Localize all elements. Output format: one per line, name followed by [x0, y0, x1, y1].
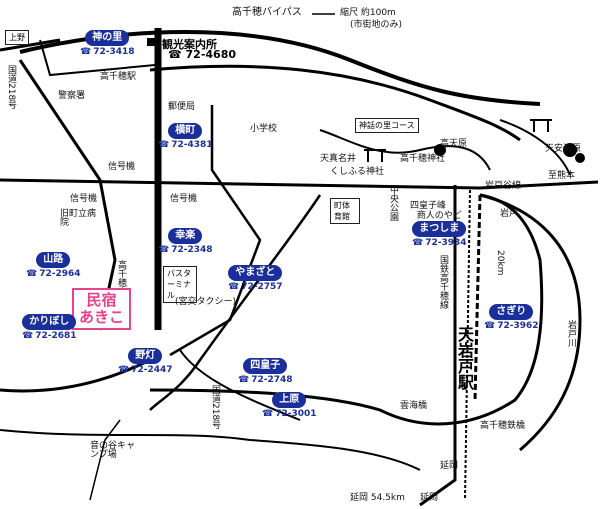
inn-subtitle: 商人のやど [416, 211, 462, 221]
amanoyasu-label: 天安河原 [545, 144, 582, 154]
highlight-inn-akiko[interactable]: 民宿 あきこ [72, 288, 132, 330]
phone-icon: ☎ [238, 375, 250, 385]
inn-kariboshi[interactable]: かりぼし ☎72-2681 [22, 314, 77, 341]
phone-icon: ☎ [22, 331, 34, 341]
bridge-label: 雲海橋 [400, 401, 428, 411]
tourist-info-tel: ☎ 72-4680 [168, 48, 237, 61]
nobeoka-label: 延岡 [420, 493, 439, 503]
kumamoto-label: 至熊本 [548, 171, 576, 181]
taxi-label: (宮交タクシー) [175, 297, 237, 307]
highlight-inn-line1: 民宿 [86, 291, 117, 309]
scale-label: 縮尺 約100m [340, 8, 396, 18]
bus-terminal-label: バスターミナル [163, 266, 197, 303]
road-dist-label: 20km [495, 250, 505, 276]
tourist-info-title: 観光案内所 [162, 38, 217, 51]
iwato-river-label: 岩戸川 [566, 320, 576, 347]
school-label: 小学校 [250, 124, 278, 134]
police-label: 警察署 [58, 91, 86, 101]
inn-name: さぎり [489, 304, 534, 320]
inn-kaminosato[interactable]: 神の里 ☎72-3418 [80, 30, 135, 57]
main-road-horizontal [0, 178, 599, 190]
inn-uehara[interactable]: 上原 ☎72-3001 [262, 392, 317, 419]
phone-icon: ☎ [80, 47, 92, 57]
inn-name: 山路 [36, 252, 71, 268]
bridge2-label: 高千穂鉄橋 [480, 421, 526, 431]
torii-icon-2 [530, 119, 552, 132]
torii-icon [364, 149, 386, 162]
phone-icon: ☎ [228, 282, 240, 292]
inn-name: 上原 [272, 392, 307, 408]
tourist-info-flag-icon [147, 38, 159, 46]
highlight-inn-line2: あきこ [79, 308, 125, 326]
kagura-course-label: 神話の里コース [355, 118, 419, 133]
nobeoka2-label: 延岡 [440, 461, 459, 471]
inn-koraku[interactable]: 幸楽 ☎72-2348 [158, 228, 213, 255]
route218-label: 国道218号 [6, 65, 16, 110]
inn-name: 野灯 [128, 348, 163, 364]
gym-label: 町体育館 [330, 198, 360, 224]
rail-label: 国鉄高千穂線 [438, 255, 448, 309]
dist-label: 延岡 54.5km [350, 493, 405, 503]
inn-yokomachi[interactable]: 横町 ☎72-4381 [158, 123, 213, 150]
camp-label: 音の谷キャンプ場 [90, 441, 136, 460]
hospital-label: 旧町立病院 [60, 209, 97, 228]
railway [473, 194, 482, 401]
takamagahara-label: 高天原 [440, 139, 468, 149]
signal-label: 信号機 [70, 194, 98, 204]
ama-label: 天真名井 [320, 154, 357, 164]
inn-yamazato[interactable]: やまざと ☎72-2757 [228, 265, 283, 292]
yashiki-label: 四皇子峰 [410, 201, 447, 211]
post-label: 郵便局 [168, 102, 196, 112]
inn-name: やまざと [228, 265, 283, 281]
phone-icon: ☎ [158, 140, 170, 150]
route218b-label: 国道218号 [210, 385, 220, 430]
inn-sagiri[interactable]: さぎり ☎72-3962 [484, 304, 539, 331]
phone-icon: ☎ [26, 269, 38, 279]
scale-note: (市街地のみ) [350, 20, 403, 30]
inn-shiouji[interactable]: 四皇子 ☎72-2748 [238, 358, 293, 385]
park-label: 中央公園 [388, 185, 398, 221]
bypass-label: 高千穂バイパス [232, 7, 302, 18]
phone-icon: ☎ [412, 238, 424, 248]
tree-icon [434, 144, 446, 156]
shrine-label: 高千穂神社 [400, 154, 446, 164]
kamino-label: 上野 [5, 30, 29, 45]
station-t-label: 高千穂駅 [100, 72, 137, 82]
inn-name: かりぼし [22, 314, 77, 330]
phone-icon: ☎ [484, 321, 496, 331]
phone-icon: ☎ [262, 409, 274, 419]
signal-label: 信号機 [108, 162, 136, 172]
inn-yamaji[interactable]: 山路 ☎72-2964 [26, 252, 81, 279]
inn-name: まつしま [412, 221, 467, 237]
inn-name: 幸楽 [168, 228, 203, 244]
shrine2-label: くしふる神社 [330, 167, 385, 177]
inn-name: 横町 [168, 123, 203, 139]
tree-icon [563, 143, 577, 157]
inn-name: 神の里 [85, 30, 130, 46]
tree-icon [575, 153, 585, 163]
station-name: 天岩戸駅 [455, 326, 474, 390]
inn-matsushima[interactable]: 商人のやど まつしま ☎72-3934 [412, 211, 467, 249]
signal-label: 信号機 [170, 194, 198, 204]
iwato-line-label: 岩戸谷線 [485, 181, 522, 191]
bypass-road-inner [149, 64, 521, 142]
inn-noakari[interactable]: 野灯 ☎72-2447 [118, 348, 173, 375]
phone-icon: ☎ [158, 245, 170, 255]
inn-name: 四皇子 [243, 358, 288, 374]
phone-icon: ☎ [118, 365, 130, 375]
iwato2-label: 岩戸 [500, 209, 519, 219]
